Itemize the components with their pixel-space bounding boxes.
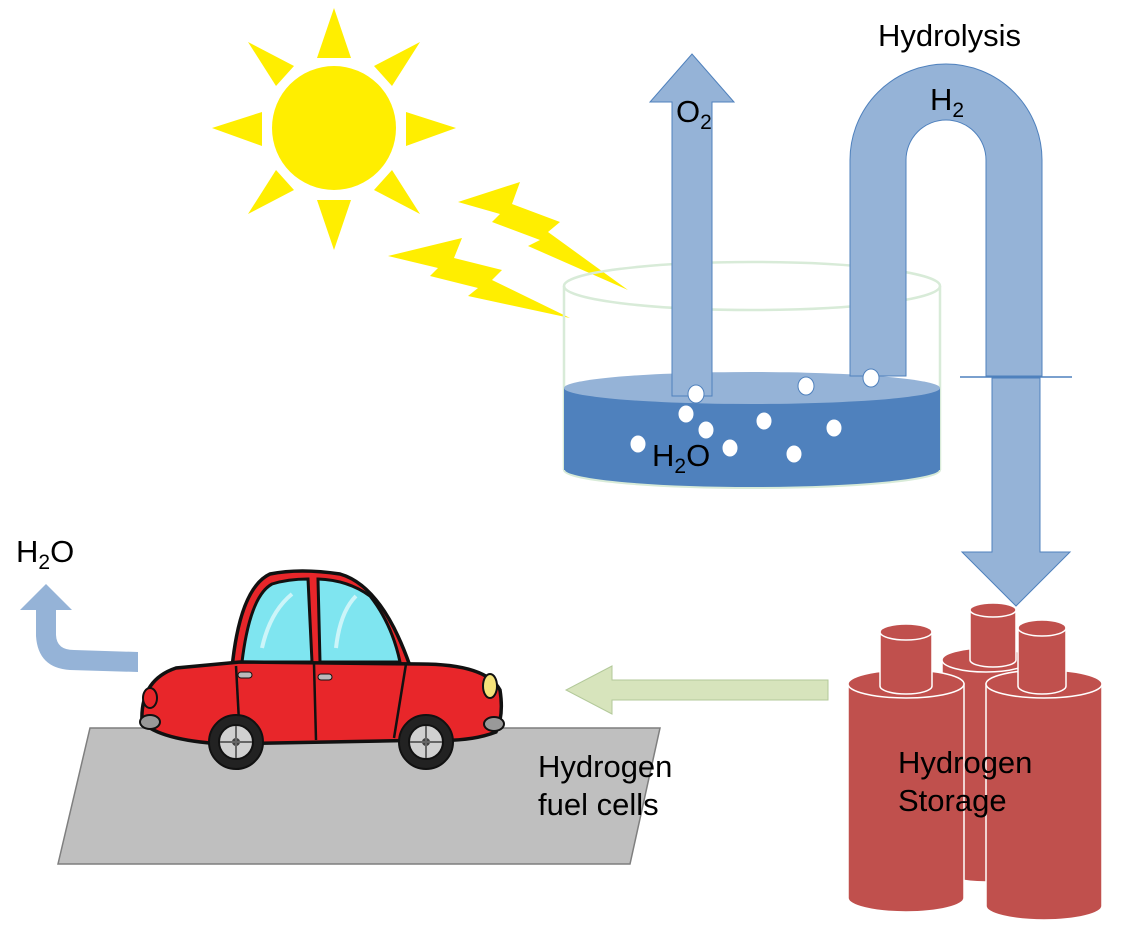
car-icon xyxy=(139,569,505,770)
fuel-cells-label-line1: Hydrogen xyxy=(538,749,673,784)
water-exhaust-label: H2O xyxy=(16,534,75,574)
fuel-cells-label: Hydrogen fuel cells xyxy=(538,748,672,824)
beaker xyxy=(562,260,942,489)
water-tank-label: H2O xyxy=(652,438,711,478)
down-arrow xyxy=(960,377,1072,607)
oxygen-arrow xyxy=(648,53,736,397)
exhaust-arrow xyxy=(20,584,138,672)
oxygen-label: O2 xyxy=(676,94,712,134)
sun-icon xyxy=(212,8,456,250)
car-wheel-rear xyxy=(208,714,264,770)
storage-label-line1: Hydrogen xyxy=(898,745,1033,780)
fuel-cells-label-line2: fuel cells xyxy=(538,787,659,822)
lightning-icon xyxy=(388,182,628,318)
storage-label: Hydrogen Storage xyxy=(898,744,1032,820)
hydrogen-tank-icon xyxy=(847,602,1103,921)
fuel-arrow xyxy=(564,665,829,715)
hydrogen-gas-label: H2 xyxy=(930,82,965,122)
bubbles xyxy=(629,368,880,464)
car-wheel-front xyxy=(398,714,454,770)
hydrolysis-label: Hydrolysis xyxy=(878,18,1021,53)
hydrogen-u-tube xyxy=(849,63,1043,377)
storage-label-line2: Storage xyxy=(898,783,1007,818)
